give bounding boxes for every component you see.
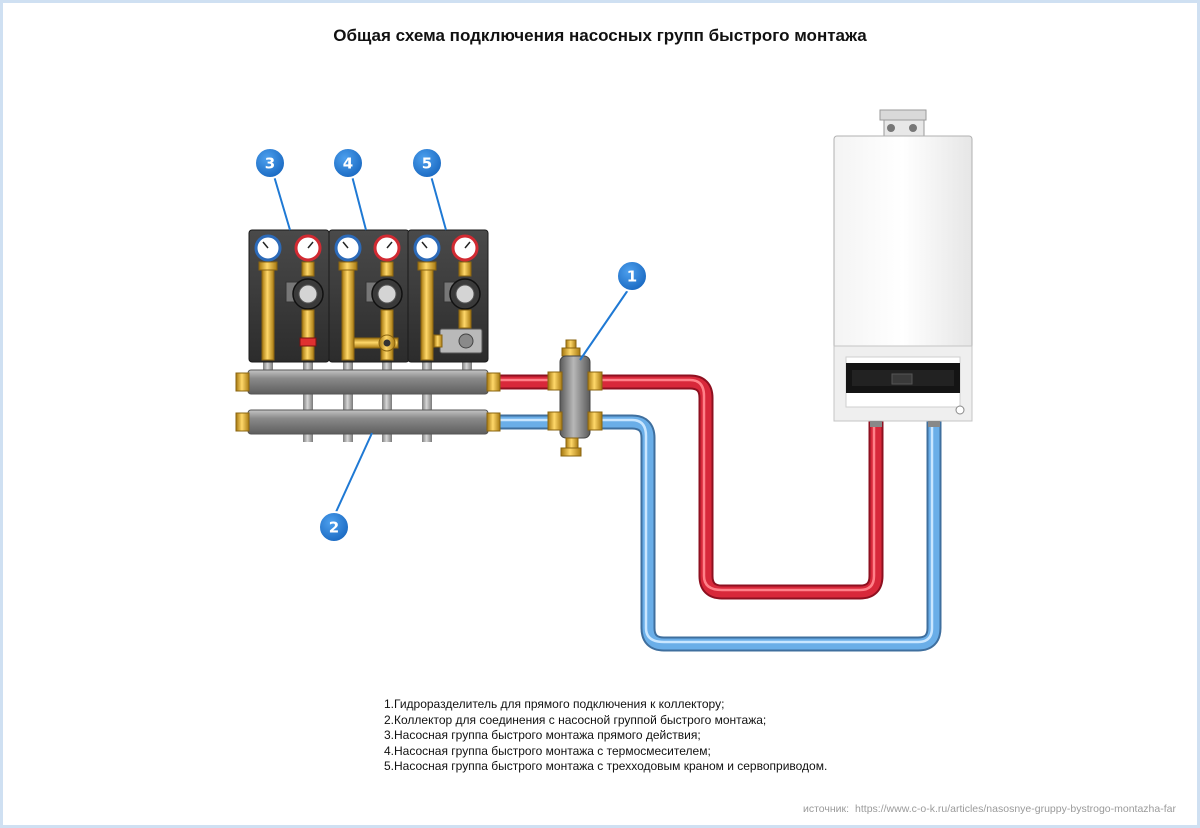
supply-pipe — [486, 374, 884, 600]
hydraulic-separator — [547, 339, 603, 457]
callout-4: 4 — [332, 147, 364, 179]
legend-item: 4.Насосная группа быстрого монтажа с тер… — [384, 743, 711, 758]
gas-boiler — [833, 109, 973, 427]
collector — [235, 360, 501, 442]
callout-2-label: 2 — [329, 519, 339, 537]
callout-3-label: 3 — [265, 155, 275, 173]
legend-item: 1.Гидроразделитель для прямого подключен… — [384, 697, 725, 711]
callout-5-label: 5 — [422, 155, 432, 173]
return-pipe — [486, 412, 942, 652]
legend-list: 1.Гидроразделитель для прямого подключен… — [384, 697, 827, 775]
pump-group-thermomixer — [328, 229, 410, 363]
callout-4-label: 4 — [343, 155, 353, 173]
legend-item: 5.Насосная группа быстрого монтажа с тре… — [384, 759, 828, 773]
legend-item: 3.Насосная группа быстрого монтажа прямо… — [384, 728, 701, 742]
callout-1-label: 1 — [627, 268, 637, 286]
pump-group-three-way-valve — [407, 229, 489, 363]
callout-3: 3 — [254, 147, 286, 179]
callout-1: 1 — [616, 260, 648, 292]
source-link[interactable]: https://www.c-o-k.ru/articles/nasosnye-g… — [855, 803, 1176, 815]
diagram-title: Общая схема подключения насосных групп б… — [333, 26, 867, 45]
callout-5: 5 — [411, 147, 443, 179]
callout-leaders — [273, 175, 629, 513]
source-credit: источник: https://www.c-o-k.ru/articles/n… — [803, 803, 1176, 815]
legend-item: 2.Коллектор для соединения с насосной гр… — [384, 712, 767, 727]
callout-2: 2 — [318, 511, 350, 543]
pump-group-direct — [248, 229, 330, 363]
source-label: источник: — [802, 803, 850, 815]
